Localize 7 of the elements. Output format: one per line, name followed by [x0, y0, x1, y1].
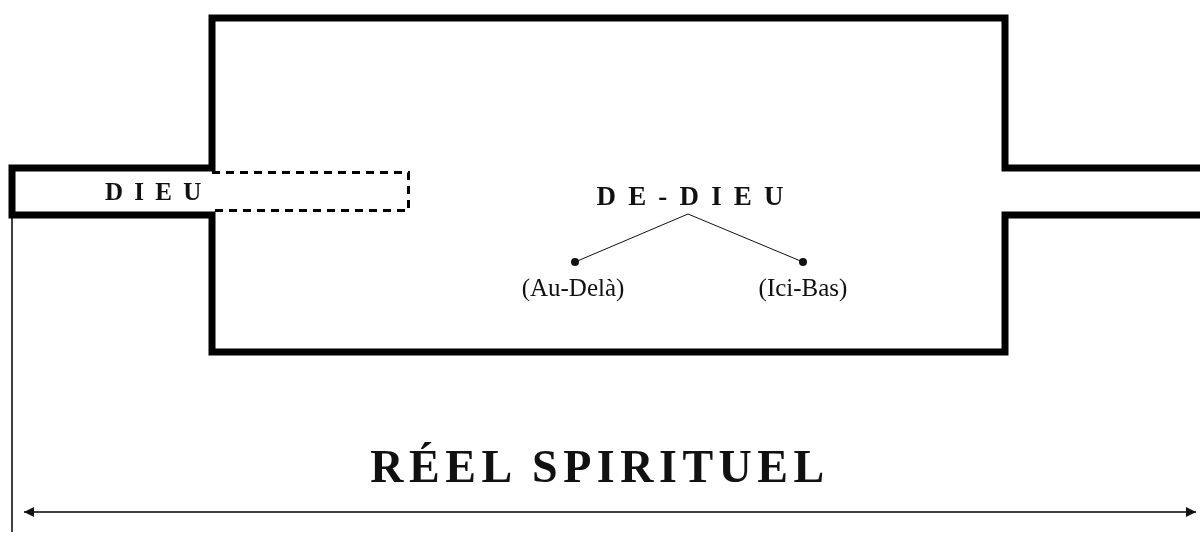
term-label: (Ici-Bas) [728, 258, 878, 302]
term-label: DE-DIEU [555, 178, 825, 214]
connector-line [571, 213, 689, 266]
title-label: RÉEL SPIRITUEL [369, 440, 831, 493]
term-label: (Au-Delà) [498, 258, 648, 302]
connector-line [687, 213, 807, 266]
term-label: DIEU [105, 177, 213, 206]
